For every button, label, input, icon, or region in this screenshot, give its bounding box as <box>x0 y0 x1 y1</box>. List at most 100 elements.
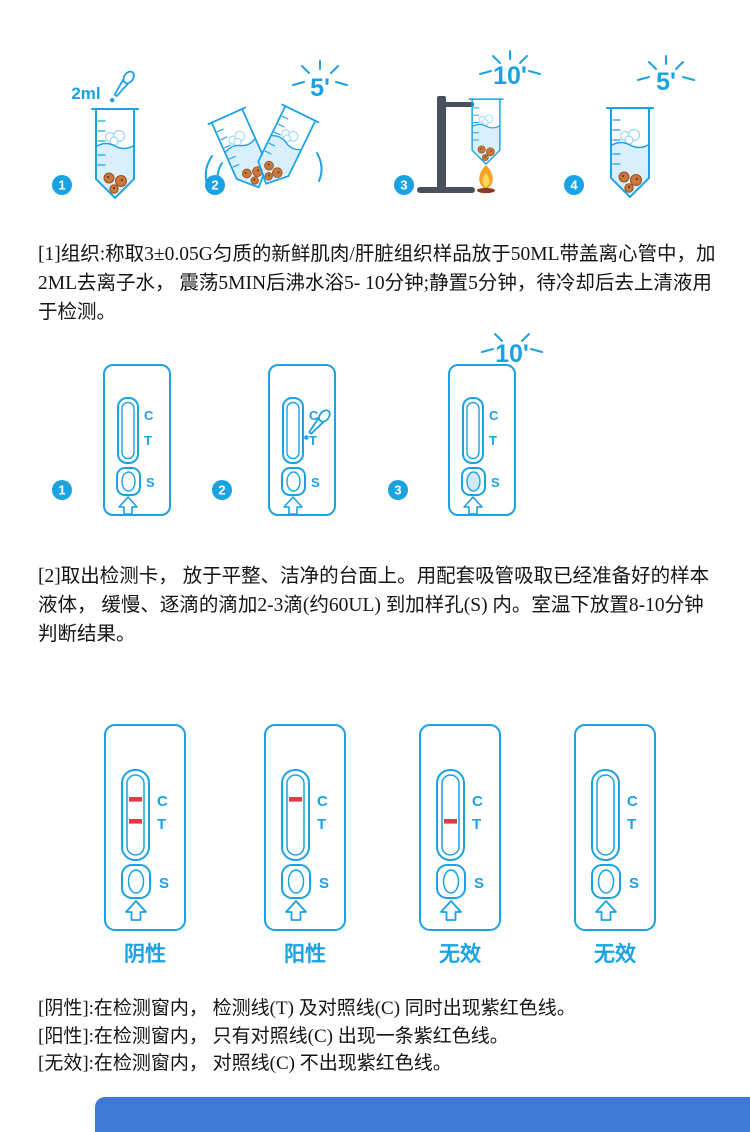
result-interpretation-illustration: C T S 阴性 C T S 阳性 C T S 无效 <box>104 724 656 966</box>
result-label-invalid: 无效 <box>439 942 481 966</box>
svg-text:1: 1 <box>58 483 65 498</box>
centrifuge-tube-icon <box>468 98 504 165</box>
svg-text:2: 2 <box>211 178 218 193</box>
s-well-label: S <box>159 875 169 892</box>
c-line-label: C <box>309 408 319 423</box>
s-well-label: S <box>474 875 484 892</box>
step4-badge: 4 <box>564 175 584 195</box>
up-arrow-icon <box>463 496 483 515</box>
result-window <box>282 397 304 464</box>
centrifuge-tube-icon <box>606 107 654 198</box>
t-test-line <box>444 819 457 824</box>
timer-10min-icon: 10' <box>479 50 541 90</box>
legend-negative-line: [阴性]:在检测窗内， 检测线(T) 及对照线(C) 同时出现紫红色线。 <box>38 998 576 1019</box>
legend-invalid-line: [无效]:在检测窗内， 对照线(C) 不出现紫红色线。 <box>38 1053 452 1074</box>
result-window <box>121 769 150 861</box>
s-well-label: S <box>311 475 320 490</box>
dropper-icon <box>106 68 138 106</box>
up-arrow-icon <box>285 900 307 921</box>
c-line-label: C <box>627 793 638 810</box>
timer-5min-icon: 5' <box>292 60 348 102</box>
sample-well <box>281 467 306 496</box>
svg-text:1: 1 <box>58 178 65 193</box>
up-arrow-icon <box>118 496 138 515</box>
svg-text:10': 10' <box>493 62 527 90</box>
svg-text:2: 2 <box>218 483 225 498</box>
sample-preparation-illustration: 2ml 1 5' 2 <box>52 50 695 199</box>
result-legend: [阴性]:在检测窗内， 检测线(T) 及对照线(C) 同时出现紫红色线。 [阳性… <box>38 995 733 1078</box>
step1-badge: 1 <box>52 480 72 500</box>
result-window <box>117 397 139 464</box>
timer-10min-icon: 10' <box>481 333 543 368</box>
s-well-label: S <box>319 875 329 892</box>
up-arrow-icon <box>283 496 303 515</box>
t-line-label: T <box>144 433 152 448</box>
up-arrow-icon <box>125 900 147 921</box>
result-label-negative: 阴性 <box>124 942 166 966</box>
step1-badge: 1 <box>52 175 72 195</box>
test-cassette: C T S <box>103 364 171 516</box>
t-line-label: T <box>472 816 481 833</box>
result-label-positive: 阳性 <box>284 942 326 966</box>
result-window <box>591 769 620 861</box>
step3-boil: 10' 3 <box>394 50 541 195</box>
step1-add-water: 2ml 1 <box>52 68 139 199</box>
result-window <box>281 769 310 861</box>
result-window <box>462 397 484 464</box>
t-line-label: T <box>309 433 317 448</box>
step1-instructions-text: [1]组织:称取3±0.05G匀质的新鲜肌肉/肝脏组织样品放于50ML带盖离心管… <box>38 244 716 323</box>
step2-shake: 5' 2 <box>204 60 348 197</box>
svg-text:5': 5' <box>656 68 676 96</box>
t-line-label: T <box>489 433 497 448</box>
step2-badge: 2 <box>212 480 232 500</box>
svg-text:4: 4 <box>570 178 578 193</box>
retort-stand-icon <box>417 96 475 193</box>
test-cassette: C T S <box>268 364 336 516</box>
result-label-invalid: 无效 <box>594 942 636 966</box>
sample-well <box>591 864 621 899</box>
result-cassette-invalid-blank: C T S 无效 <box>574 724 656 966</box>
svg-text:10': 10' <box>495 340 529 368</box>
step4-rest: 5' 4 <box>564 55 695 198</box>
test-procedure-illustration: C T S 1 C T S 2 C T S 10' <box>52 333 543 516</box>
c-line-label: C <box>472 793 483 810</box>
t-line-label: T <box>157 816 166 833</box>
step3-badge: 3 <box>394 175 414 195</box>
legend-positive-line: [阳性]:在检测窗内， 只有对照线(C) 出现一条紫红色线。 <box>38 1025 509 1047</box>
dropper-volume-label: 2ml <box>71 84 100 103</box>
sample-well <box>116 467 141 496</box>
t-test-line <box>129 819 142 824</box>
step3-badge: 3 <box>388 480 408 500</box>
timer-5min-icon: 5' <box>637 55 695 96</box>
s-well-label: S <box>629 875 639 892</box>
sample-well <box>436 864 466 899</box>
result-cassette-positive: C T S 阳性 <box>264 724 346 966</box>
s-well-label: S <box>146 475 155 490</box>
result-cassette-invalid-t: C T S 无效 <box>419 724 501 966</box>
result-cassette-negative: C T S 阴性 <box>104 724 186 966</box>
s-well-label: S <box>491 475 500 490</box>
test-cassette: C T S <box>448 364 516 516</box>
step2-instructions-text: [2]取出检测卡， 放于平整、洁净的台面上。用配套吸管吸取已经准备好的样本液体，… <box>38 566 710 645</box>
sample-well <box>281 864 311 899</box>
sample-well <box>461 467 486 496</box>
up-arrow-icon <box>595 900 617 921</box>
footer-bar <box>95 1097 750 1132</box>
svg-text:5': 5' <box>310 74 330 102</box>
c-line-label: C <box>157 793 168 810</box>
c-test-line <box>129 797 142 802</box>
c-line-label: C <box>144 408 154 423</box>
centrifuge-tube-icon <box>91 108 139 199</box>
t-line-label: T <box>627 816 636 833</box>
step2-badge: 2 <box>205 175 225 195</box>
svg-text:3: 3 <box>400 178 407 193</box>
svg-text:3: 3 <box>394 483 401 498</box>
sample-well <box>121 864 151 899</box>
up-arrow-icon <box>440 900 462 921</box>
flame-icon <box>477 165 495 194</box>
c-line-label: C <box>317 793 328 810</box>
result-window <box>436 769 465 861</box>
t-line-label: T <box>317 816 326 833</box>
c-test-line <box>289 797 302 802</box>
